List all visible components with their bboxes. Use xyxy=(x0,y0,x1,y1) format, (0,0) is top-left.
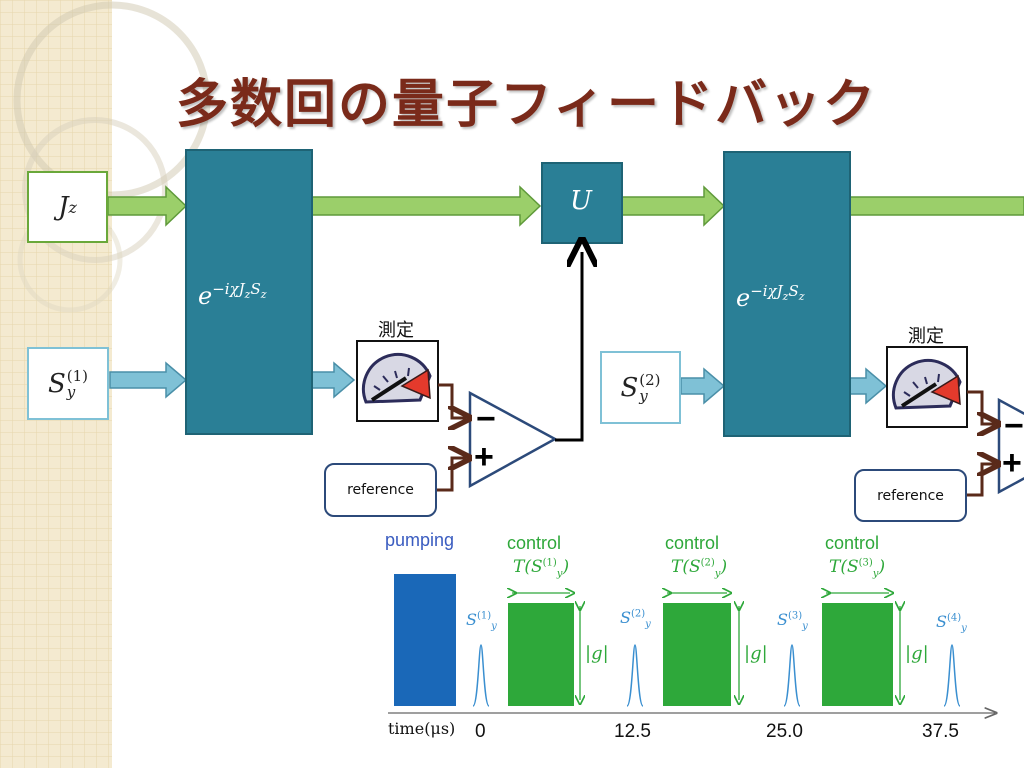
coupling-label-1: |g| xyxy=(585,643,609,664)
comparator-minus-sign: − xyxy=(476,400,496,438)
jz-subscript: z xyxy=(68,197,77,217)
probe-label-1: S(1)y xyxy=(466,610,497,633)
measurement-label-1: 測定 xyxy=(378,320,414,341)
comparator-plus-sign: + xyxy=(474,438,494,476)
tick-label-25-0: 25.0 xyxy=(766,721,803,742)
pumping-block xyxy=(394,574,456,706)
feedback-diagram xyxy=(107,149,1024,497)
time-axis-label: time(μs) xyxy=(388,719,456,738)
pumping-label: pumping xyxy=(385,530,455,550)
feedback-arrow xyxy=(555,252,582,442)
reference-box-2: reference xyxy=(854,469,967,522)
sy1-superscript: (1) xyxy=(66,366,89,385)
sy2-subscript: y xyxy=(639,386,648,405)
unitary-label: U xyxy=(570,186,592,216)
meter-to-comparator-wire xyxy=(438,383,466,418)
comparator-plus-sign-2: + xyxy=(1002,444,1022,482)
comparator-triangle xyxy=(468,390,558,489)
reference-to-comparator-wire-2 xyxy=(967,464,995,497)
control-block-3 xyxy=(822,603,893,706)
sy-arrow-1 xyxy=(109,361,188,399)
sy2-superscript: (2) xyxy=(639,370,661,389)
comparator-minus-sign-2: − xyxy=(1004,407,1024,445)
sy-arrow-4 xyxy=(849,367,888,405)
control-label-2: control xyxy=(665,533,720,553)
control-duration-label-3: T(S(3)y) xyxy=(829,557,886,580)
control-label-1: control xyxy=(507,533,562,553)
reference-to-comparator-wire xyxy=(437,458,466,492)
interaction-label-1: e−iχJzSz xyxy=(198,280,267,310)
probe-pulse-1 xyxy=(472,644,490,707)
control-label-3: control xyxy=(825,533,880,553)
sy2-symbol: S xyxy=(620,372,639,403)
control-duration-label-1: T(S(1)y) xyxy=(513,557,570,580)
probe-label-3: S(3)y xyxy=(777,610,808,633)
control-block-1 xyxy=(508,603,574,706)
sy2-input-box: S (2) y xyxy=(600,351,681,424)
tick-label-0: 0 xyxy=(475,721,486,742)
measurement-label-2: 測定 xyxy=(908,326,944,347)
probe-label-4: S(4)y xyxy=(936,612,967,635)
reference-box-1: reference xyxy=(324,463,437,517)
comparator-triangle xyxy=(997,397,1024,495)
deco-ring xyxy=(13,1,211,199)
interaction-label-2: e−iχJzSz xyxy=(736,282,805,312)
sy1-input-box: S (1) y xyxy=(27,347,109,420)
interaction-block-2 xyxy=(723,151,851,437)
jz-arrow-3 xyxy=(621,185,726,227)
sy1-subscript: y xyxy=(66,382,76,401)
interaction-block-1 xyxy=(185,149,313,435)
probe-pulse-4 xyxy=(943,644,961,707)
meter-to-comparator-wire-2 xyxy=(967,390,995,424)
sy-arrow-2 xyxy=(311,361,356,399)
jz-symbol: J xyxy=(58,192,69,222)
slide-title: 多数回の量子フィードバック xyxy=(176,75,877,135)
meter-icon xyxy=(886,346,968,428)
jz-arrow-2 xyxy=(311,185,542,227)
deco-ring xyxy=(22,117,168,263)
coupling-label-3: |g| xyxy=(905,643,929,664)
control-block-2 xyxy=(663,603,731,706)
probe-pulse-3 xyxy=(783,644,801,707)
unitary-block xyxy=(541,162,623,244)
probe-pulse-2 xyxy=(626,644,644,707)
probe-label-2: S(2)y xyxy=(620,608,651,631)
tick-label-12-5: 12.5 xyxy=(614,721,651,742)
tick-label-37-5: 37.5 xyxy=(922,721,959,742)
coupling-label-2: |g| xyxy=(744,643,768,664)
meter-icon xyxy=(356,340,439,422)
jz-arrow-1 xyxy=(107,185,188,227)
sy1-symbol: S xyxy=(47,368,66,399)
control-duration-label-2: T(S(2)y) xyxy=(671,557,728,580)
sy-arrow-3 xyxy=(680,367,726,405)
